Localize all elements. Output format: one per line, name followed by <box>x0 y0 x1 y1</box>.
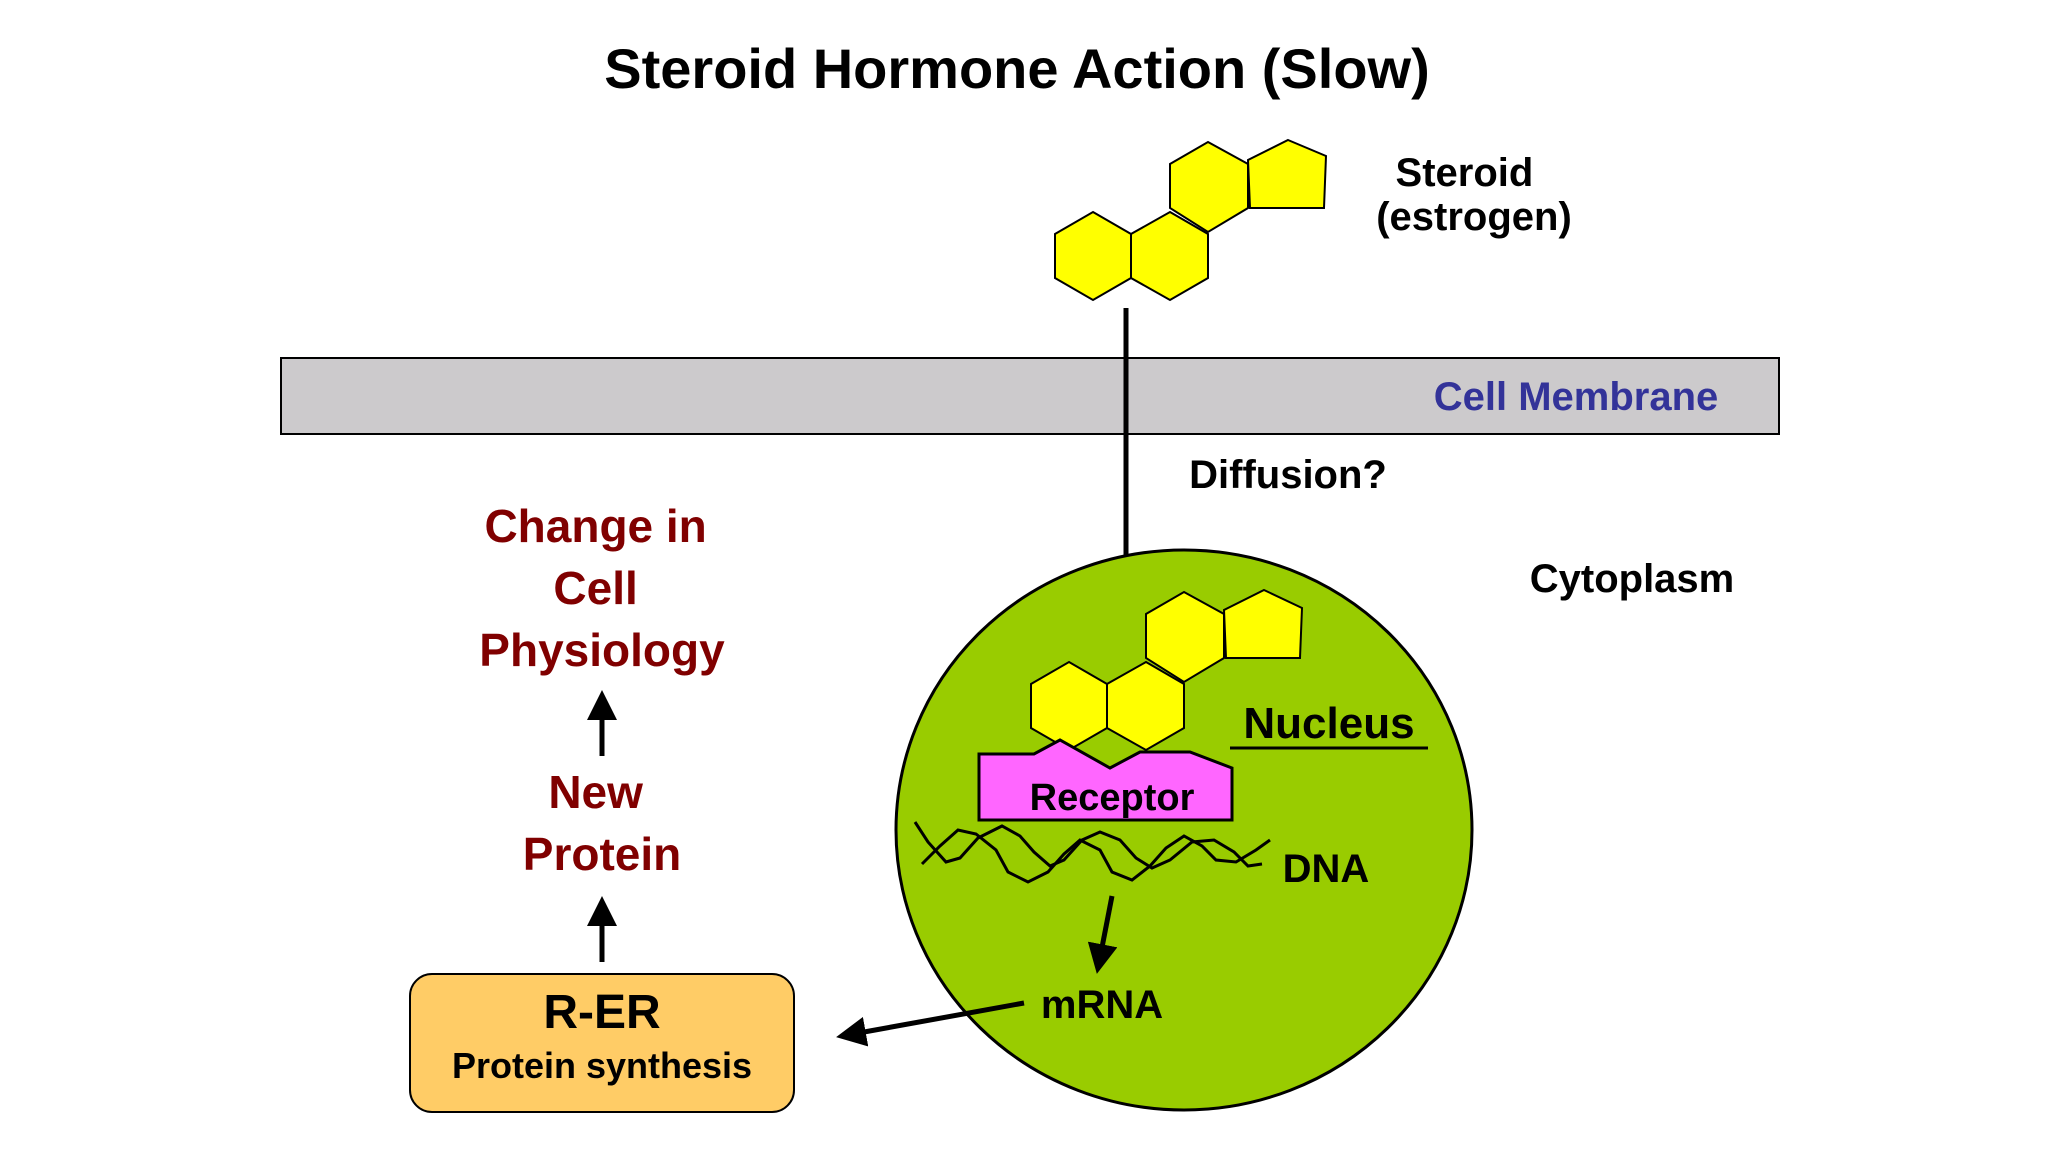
receptor <box>977 738 1234 822</box>
rer-subtitle: Protein synthesis <box>452 1045 752 1086</box>
cytoplasm-label: Cytoplasm <box>1530 557 1735 601</box>
dna-helix-icon <box>913 821 1271 884</box>
steroid-label-line1: Steroid <box>1396 151 1534 195</box>
change-line3: Physiology <box>479 624 725 676</box>
translation-arrow <box>836 1000 1025 1047</box>
mrna-label: mRNA <box>1041 983 1163 1027</box>
change-label: Change in Cell Physiology <box>479 500 725 676</box>
dna-label: DNA <box>1283 847 1370 891</box>
change-line2: Cell <box>553 562 637 614</box>
rer-title: R-ER <box>543 986 660 1039</box>
transcription-arrow <box>1087 895 1118 974</box>
rer-box <box>409 973 795 1113</box>
diffusion-label: Diffusion? <box>1189 453 1387 497</box>
steroid-label: Steroid (estrogen) <box>1376 151 1572 239</box>
diagram-title: Steroid Hormone Action (Slow) <box>604 37 1429 100</box>
nucleus-label: Nucleus <box>1243 699 1414 748</box>
steroid-molecule-icon <box>1054 138 1328 302</box>
change-line1: Change in <box>484 500 706 552</box>
new-protein-line2: Protein <box>523 828 681 880</box>
new-protein-line1: New <box>548 766 643 818</box>
receptor-label: Receptor <box>1030 777 1195 819</box>
cell-membrane <box>280 357 1780 435</box>
new-protein-label: New Protein <box>523 766 681 880</box>
cell-membrane-label: Cell Membrane <box>1434 375 1719 419</box>
steroid-label-line2: (estrogen) <box>1376 195 1572 239</box>
bound-steroid-molecule-icon <box>1030 588 1304 752</box>
